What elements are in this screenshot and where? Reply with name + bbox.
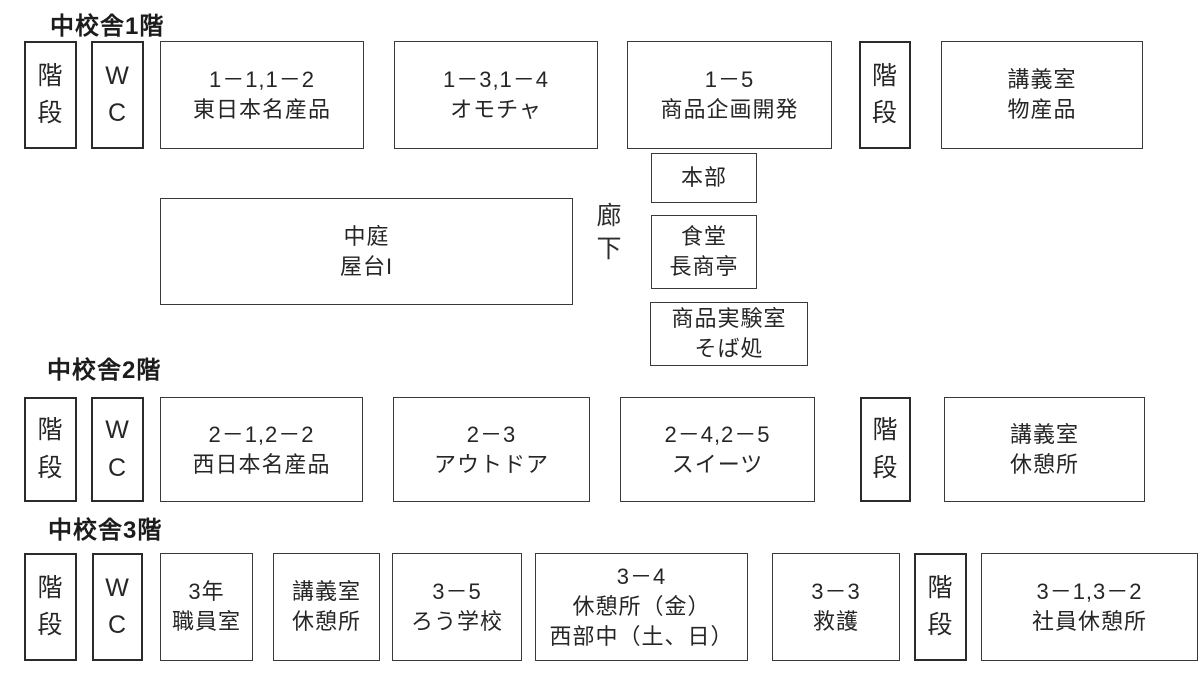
corridor-label: 廊 下 <box>596 202 622 263</box>
product-lab: 商品実験室 そば処 <box>650 302 808 366</box>
floor1-stairs-left: 階 段 <box>24 41 77 149</box>
floor2-stairs-left-label: 階 段 <box>37 416 64 482</box>
floor1-room-1-3-1-4: 1－3,1－4 オモチャ <box>394 41 598 149</box>
floor1-stairs-right-label: 階 段 <box>871 61 898 128</box>
product-lab-label: 商品実験室 そば処 <box>671 306 787 361</box>
floor3-stairs-right-label: 階 段 <box>927 573 954 640</box>
floor3-room-3-3-label: 3－3 救護 <box>811 579 861 634</box>
headquarters-label: 本部 <box>680 165 727 191</box>
floor1-wc-label: W C <box>105 61 130 128</box>
floor2-wc: W C <box>91 397 144 502</box>
floor2-room-2-3-label: 2－3 アウトドア <box>433 421 549 477</box>
floor2-room-2-4-2-5: 2－4,2－5 スイーツ <box>620 397 815 502</box>
floor2-stairs-right: 階 段 <box>860 397 911 502</box>
cafeteria: 食堂 長商亭 <box>651 215 757 289</box>
cafeteria-label: 食堂 長商亭 <box>669 224 739 279</box>
floor1-room-1-3-1-4-label: 1－3,1－4 オモチャ <box>442 67 550 122</box>
floor3-teachers-room-label: 3年 職員室 <box>171 579 241 634</box>
floor1-stairs-right: 階 段 <box>859 41 911 149</box>
floor1-lecture-room: 講義室 物産品 <box>941 41 1143 149</box>
floor2-lecture-room: 講義室 休憩所 <box>944 397 1145 502</box>
floor2-stairs-right-label: 階 段 <box>872 416 899 482</box>
courtyard: 中庭 屋台I <box>160 198 573 305</box>
floor1-room-1-1-1-2: 1－1,1－2 東日本名産品 <box>160 41 364 149</box>
floor2-room-2-4-2-5-label: 2－4,2－5 スイーツ <box>664 421 771 477</box>
floor1-room-1-1-1-2-label: 1－1,1－2 東日本名産品 <box>192 67 331 122</box>
floor3-stairs-left-label: 階 段 <box>37 573 64 640</box>
floor1-room-1-5-label: 1－5 商品企画開発 <box>660 67 799 122</box>
courtyard-label: 中庭 屋台I <box>339 223 394 279</box>
floor1-lecture-room-label: 講義室 物産品 <box>1007 67 1077 122</box>
floor1-title: 中校舎1階 <box>50 13 165 40</box>
floor2-stairs-left: 階 段 <box>24 397 77 502</box>
floor2-lecture-room-label: 講義室 休憩所 <box>1009 421 1079 477</box>
floor3-wc: W C <box>92 553 143 661</box>
floor3-wc-label: W C <box>105 573 130 640</box>
floor1-stairs-left-label: 階 段 <box>37 61 64 128</box>
floor3-room-3-4: 3－4 休憩所（金） 西部中（土、日） <box>535 553 748 661</box>
floor3-title: 中校舎3階 <box>48 517 163 544</box>
floor3-stairs-left: 階 段 <box>24 553 77 661</box>
floor2-room-2-1-2-2-label: 2－1,2－2 西日本名産品 <box>192 421 331 477</box>
floor1-wc: W C <box>91 41 144 149</box>
floor3-room-3-4-label: 3－4 休憩所（金） 西部中（土、日） <box>549 564 734 649</box>
floor3-lecture-room: 講義室 休憩所 <box>273 553 380 661</box>
headquarters: 本部 <box>651 153 757 203</box>
floor2-wc-label: W C <box>105 416 130 482</box>
floor2-room-2-1-2-2: 2－1,2－2 西日本名産品 <box>160 397 363 502</box>
floor3-room-3-5: 3－5 ろう学校 <box>392 553 522 661</box>
floor3-teachers-room: 3年 職員室 <box>160 553 253 661</box>
floor3-room-3-1-3-2: 3－1,3－2 社員休憩所 <box>981 553 1198 661</box>
floor3-lecture-room-label: 講義室 休憩所 <box>291 579 361 634</box>
floor3-room-3-1-3-2-label: 3－1,3－2 社員休憩所 <box>1031 579 1147 634</box>
floor2-room-2-3: 2－3 アウトドア <box>393 397 590 502</box>
floor3-stairs-right: 階 段 <box>914 553 967 661</box>
floor2-title: 中校舎2階 <box>47 357 162 384</box>
floor1-room-1-5: 1－5 商品企画開発 <box>627 41 832 149</box>
floor3-room-3-3: 3－3 救護 <box>772 553 900 661</box>
floor3-room-3-5-label: 3－5 ろう学校 <box>410 579 503 634</box>
